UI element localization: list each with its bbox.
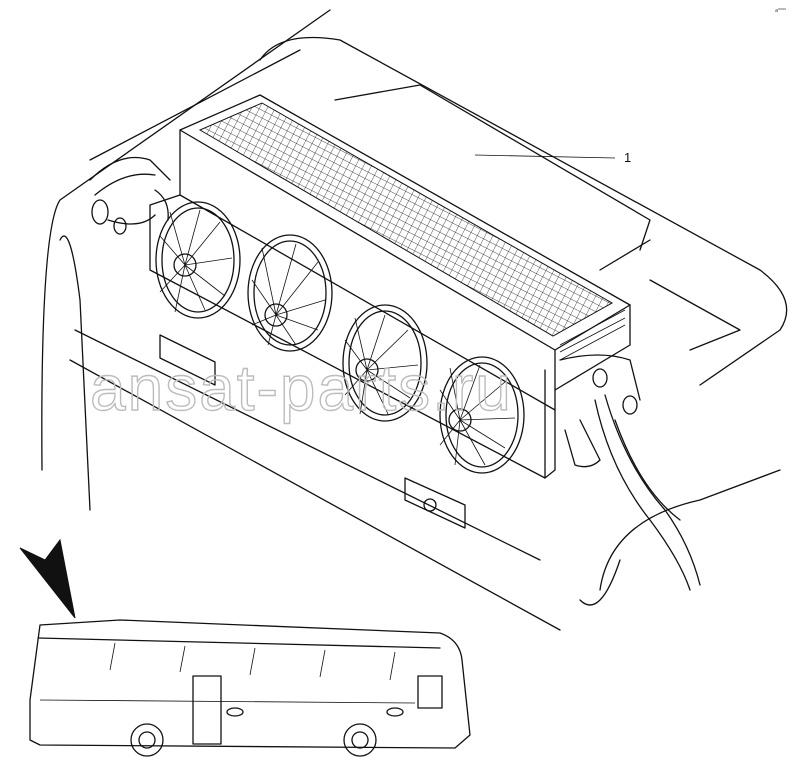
- roof-structure: [41, 9, 788, 631]
- fan-4: [439, 356, 525, 474]
- fan-1: [155, 201, 241, 319]
- right-piping: [559, 354, 701, 591]
- callout-1: 1: [474, 150, 631, 165]
- condenser-fans: [155, 201, 525, 474]
- bus-side-view: [29, 619, 471, 757]
- callout-1-leader: [474, 154, 616, 159]
- corner-mark: a⁰⁰⁰⁰: [775, 8, 786, 14]
- fan-2: [247, 234, 333, 352]
- fan-3: [342, 304, 428, 422]
- mounting-brackets: [159, 334, 466, 529]
- condenser-unit: [149, 94, 631, 479]
- left-hoses: [89, 156, 171, 235]
- callout-1-label: 1: [624, 150, 631, 165]
- watermark-text: ansat-parts.ru: [90, 352, 513, 424]
- location-arrow-icon: [19, 538, 76, 619]
